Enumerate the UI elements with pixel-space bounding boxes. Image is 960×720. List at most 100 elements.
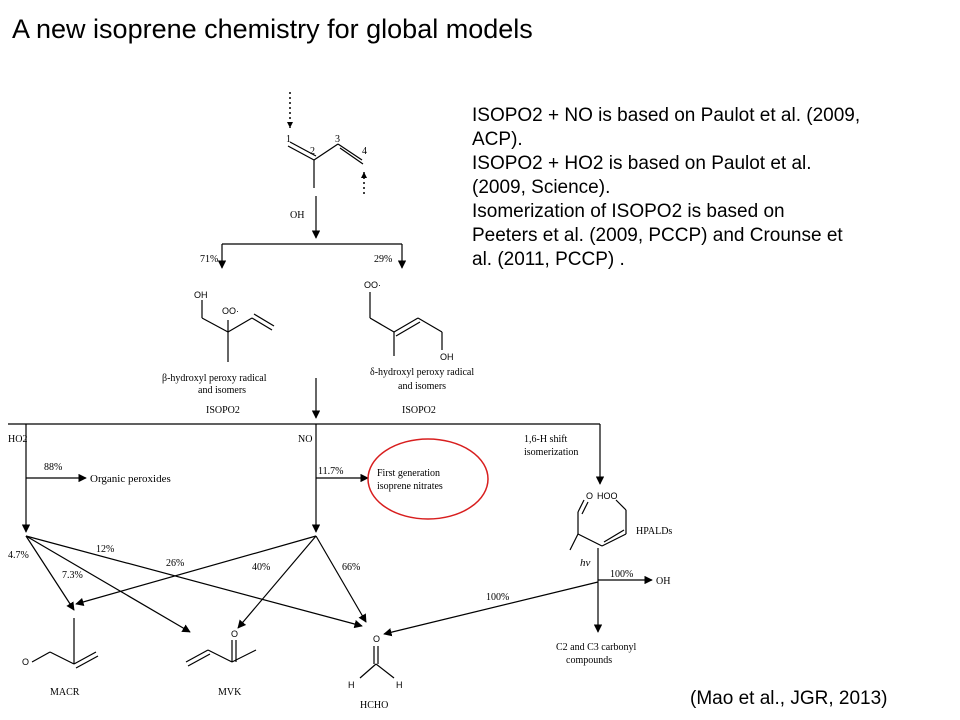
arrow-head bbox=[287, 122, 293, 128]
hpald-name: HPALDs bbox=[636, 526, 672, 537]
hpald-hcho-pct: 100% bbox=[486, 592, 509, 603]
atom-number: 4 bbox=[362, 146, 367, 157]
nitrate-highlight-circle bbox=[367, 438, 489, 520]
no-pct-40: 40% bbox=[252, 562, 270, 573]
radical-id: ISOPO2 bbox=[206, 405, 240, 416]
bond bbox=[615, 499, 627, 511]
macr-name: MACR bbox=[50, 687, 80, 698]
hydrogen-label: H bbox=[348, 680, 355, 690]
no-pct-26: 26% bbox=[166, 558, 184, 569]
bond bbox=[395, 321, 421, 337]
note-line: ISOPO2 + HO2 is based on Paulot et al. bbox=[472, 153, 812, 174]
bond bbox=[313, 143, 339, 161]
delta-hydroxyl-peroxy-radical: OO· OH δ-hydroxyl peroxy radical and iso… bbox=[364, 280, 474, 416]
formaldehyde-o-label: O bbox=[373, 634, 380, 644]
nitrates-label: isoprene nitrates bbox=[377, 481, 443, 492]
note-line: Peeters et al. (2009, PCCP) and Crounse … bbox=[472, 225, 843, 246]
note-line: al. (2011, PCCP) . bbox=[472, 249, 625, 270]
oh-label: OH bbox=[290, 210, 304, 221]
hydroxyl-label: OH bbox=[194, 290, 208, 300]
arrow-head bbox=[361, 172, 367, 178]
carbonyl-label: compounds bbox=[566, 655, 612, 666]
ho2-pct: 88% bbox=[44, 462, 62, 473]
radical-name: and isomers bbox=[198, 385, 246, 396]
bond bbox=[207, 649, 233, 663]
bond bbox=[75, 655, 99, 669]
bond bbox=[577, 533, 603, 547]
bond bbox=[601, 533, 627, 547]
beta-hydroxyl-peroxy-radical: OH OO· β-hydroxyl peroxy radical and iso… bbox=[162, 290, 275, 416]
isoprene-molecule: 1 2 3 4 bbox=[286, 92, 367, 196]
no-hcho-arrow bbox=[315, 535, 367, 623]
bond bbox=[185, 649, 209, 663]
bond bbox=[73, 651, 97, 665]
no-mvk-arrow bbox=[237, 535, 317, 629]
bond bbox=[253, 313, 275, 327]
hydrogen-label: H bbox=[396, 680, 403, 690]
isomerization-label: 1,6-H shift bbox=[524, 434, 568, 445]
bond bbox=[187, 653, 211, 667]
bond bbox=[359, 663, 377, 679]
citation: (Mao et al., JGR, 2013) bbox=[690, 688, 888, 709]
note-line: ACP). bbox=[472, 129, 523, 150]
bond bbox=[287, 145, 315, 161]
bond bbox=[581, 501, 589, 515]
mvk-molecule: O MVK bbox=[185, 629, 257, 698]
bond bbox=[289, 141, 317, 157]
bond bbox=[31, 651, 51, 663]
no-pct-66: 66% bbox=[342, 562, 360, 573]
note-line: Isomerization of ISOPO2 is based on bbox=[472, 201, 785, 222]
ketone-o-label: O bbox=[231, 629, 238, 639]
hpald-hcho-arrow bbox=[383, 581, 599, 637]
branch-left-pct: 71% bbox=[200, 254, 218, 265]
hcho-molecule: O H H HCHO bbox=[348, 634, 403, 711]
slide-title: A new isoprene chemistry for global mode… bbox=[12, 14, 533, 44]
bond bbox=[337, 143, 363, 161]
ho2-pct-12: 12% bbox=[96, 544, 114, 555]
aldehyde-o-label: O bbox=[586, 491, 593, 501]
hydroperoxy-label: HOO bbox=[597, 491, 618, 501]
bond bbox=[577, 499, 585, 513]
note-line: ISOPO2 + NO is based on Paulot et al. (2… bbox=[472, 105, 861, 126]
radical-id: ISOPO2 bbox=[402, 405, 436, 416]
nitrates-label: First generation bbox=[377, 468, 440, 479]
bond bbox=[417, 317, 443, 333]
carbonyl-label: C2 and C3 carbonyl bbox=[556, 642, 636, 653]
bond bbox=[227, 317, 253, 333]
ho2-pct-4-7: 4.7% bbox=[8, 550, 29, 561]
bond bbox=[393, 317, 419, 333]
branch-right-pct: 29% bbox=[374, 254, 392, 265]
reference-notes: ISOPO2 + NO is based on Paulot et al. (2… bbox=[472, 104, 960, 272]
bond bbox=[201, 317, 229, 333]
radical-name: β-hydroxyl peroxy radical bbox=[162, 373, 267, 384]
peroxy-label: OO· bbox=[222, 306, 239, 316]
hydroxyl-label: OH bbox=[440, 352, 454, 362]
peroxy-label: OO· bbox=[364, 280, 381, 290]
bond bbox=[251, 317, 273, 331]
photolysis-label: hν bbox=[580, 557, 591, 569]
bond bbox=[369, 317, 395, 333]
atom-number: 3 bbox=[335, 134, 340, 145]
atom-number: 1 bbox=[286, 134, 291, 145]
mvk-name: MVK bbox=[218, 687, 242, 698]
bond bbox=[339, 147, 364, 165]
radical-name: and isomers bbox=[398, 381, 446, 392]
bond bbox=[603, 529, 625, 543]
no-label: NO bbox=[298, 434, 312, 445]
no-macr-arrow bbox=[75, 535, 317, 606]
ho2-pct-7-3: 7.3% bbox=[62, 570, 83, 581]
ho2-macr-arrow bbox=[25, 535, 75, 611]
bond bbox=[49, 651, 75, 665]
ho2-mvk-arrow bbox=[25, 535, 191, 633]
atom-number: 2 bbox=[310, 146, 315, 157]
hpald-oh-pct: 100% bbox=[610, 569, 633, 580]
ho2-hcho-arrow bbox=[25, 535, 363, 629]
nitrate-pct: 11.7% bbox=[318, 466, 343, 477]
note-line: (2009, Science). bbox=[472, 177, 611, 198]
ho2-label: HO2 bbox=[8, 434, 27, 445]
isomerization-label: isomerization bbox=[524, 447, 578, 458]
macr-molecule: O MACR bbox=[22, 618, 99, 698]
organic-peroxides-label: Organic peroxides bbox=[90, 473, 171, 485]
radical-name: δ-hydroxyl peroxy radical bbox=[370, 367, 474, 378]
